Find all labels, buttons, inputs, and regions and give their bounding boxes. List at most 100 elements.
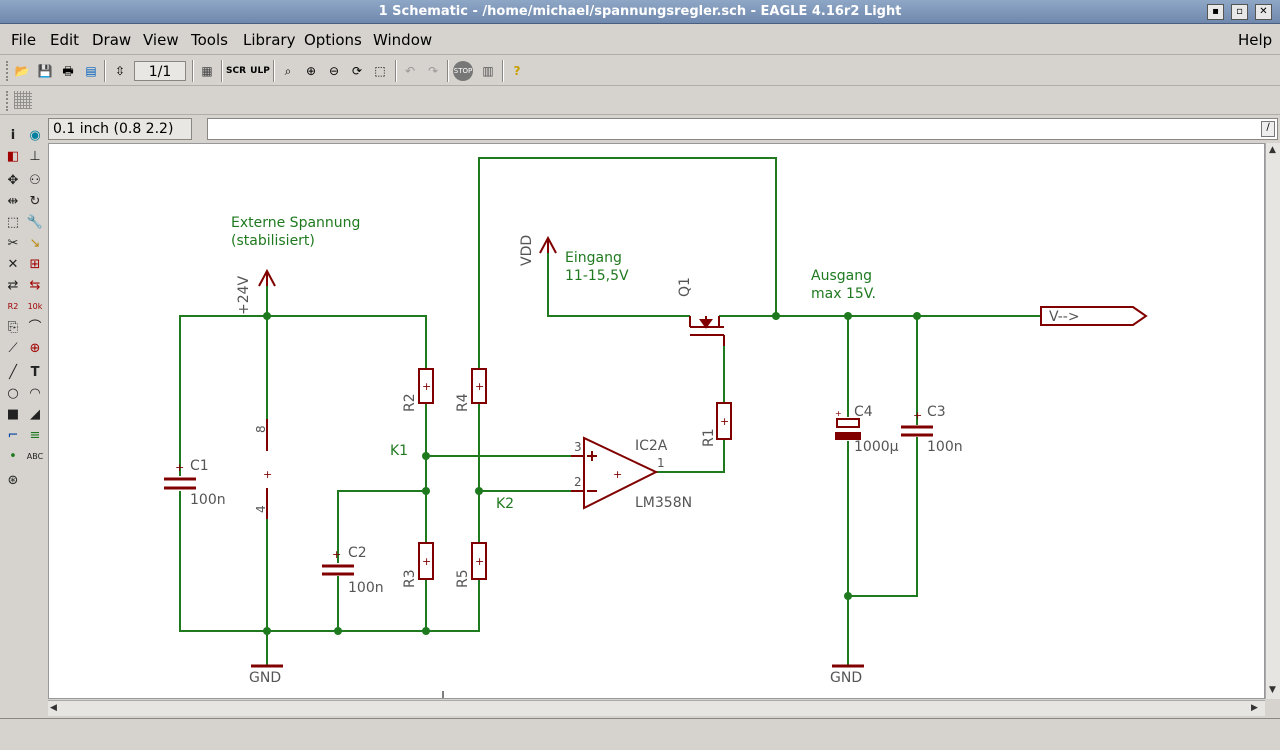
zoom-fit-icon[interactable]: ⌕ <box>284 64 292 78</box>
save-icon[interactable]: 💾 <box>37 64 53 78</box>
close-button[interactable]: ✕ <box>1255 4 1272 20</box>
label-plus24v: +24V <box>236 275 252 315</box>
rect-icon[interactable]: ■ <box>6 407 20 422</box>
change-icon[interactable]: 🔧 <box>26 215 44 230</box>
net-gnd <box>179 491 480 632</box>
group-icon[interactable]: ⬚ <box>6 215 20 230</box>
sheet-select[interactable]: 1/1 <box>134 61 186 81</box>
split-icon[interactable]: ⟋ <box>8 341 18 356</box>
help-icon[interactable]: ? <box>513 64 521 78</box>
net-c2 <box>337 490 426 563</box>
mosfet-q1-arrow <box>699 319 713 329</box>
part-c4-value: 1000µ <box>854 439 899 455</box>
pinswap-icon[interactable]: ⇄ <box>7 278 19 293</box>
part-c4-name: C4 <box>854 404 873 420</box>
coordinate-display: 0.1 inch (0.8 2.2) <box>48 118 192 140</box>
open-icon[interactable]: 📂 <box>14 64 30 78</box>
part-r2-name: R2 <box>402 393 418 412</box>
part-r3-name: R3 <box>402 569 418 588</box>
wire-icon[interactable]: ╱ <box>9 365 17 380</box>
status-bar <box>0 718 1280 750</box>
junction-icon[interactable]: • <box>9 449 17 464</box>
command-history-dropdown[interactable]: ∕ <box>1261 121 1275 137</box>
horizontal-scrollbar[interactable]: ◀ ▶ <box>48 700 1265 716</box>
cut-icon[interactable]: ✂ <box>7 236 19 251</box>
delete-icon[interactable]: ✕ <box>7 257 19 272</box>
script-icon[interactable]: SCR <box>226 66 247 76</box>
net-icon[interactable]: ≡ <box>29 428 41 443</box>
menu-options[interactable]: Options <box>304 31 362 49</box>
label-icon[interactable]: ABC <box>26 452 44 461</box>
menu-edit[interactable]: Edit <box>50 31 80 49</box>
copy-icon[interactable]: ⚇ <box>29 173 41 188</box>
print-icon[interactable]: 🖶 <box>62 64 74 78</box>
add-icon[interactable]: ⊞ <box>29 257 41 272</box>
name-icon[interactable]: R2 <box>7 302 19 311</box>
go-icon[interactable]: ▥ <box>482 64 494 78</box>
window-title: 1 Schematic - /home/michael/spannungsreg… <box>378 4 902 19</box>
scroll-down-icon[interactable]: ▼ <box>1269 685 1276 695</box>
minimize-button[interactable]: ▪ <box>1207 4 1224 20</box>
rotate-icon[interactable]: ↻ <box>29 194 41 209</box>
zoom-in-icon[interactable]: ⊕ <box>305 64 317 78</box>
command-line-input[interactable]: ∕ <box>207 118 1278 140</box>
arc-icon[interactable]: ◠ <box>29 386 41 401</box>
erc-icon[interactable]: ⊛ <box>7 473 19 488</box>
menu-help[interactable]: Help <box>1238 31 1273 49</box>
capacitor-c4 <box>836 418 860 428</box>
mirror-icon[interactable]: ⇹ <box>7 194 19 209</box>
menu-view[interactable]: View <box>143 31 179 49</box>
label-k1: K1 <box>390 443 408 459</box>
marker: + <box>475 555 484 568</box>
menu-tools[interactable]: Tools <box>191 31 228 49</box>
scroll-up-icon[interactable]: ▲ <box>1269 145 1276 155</box>
zoom-redraw-icon[interactable]: ⟳ <box>351 64 363 78</box>
show-icon[interactable]: ◉ <box>29 128 41 143</box>
text-icon[interactable]: T <box>30 365 40 380</box>
sheet-icon[interactable]: ⇳ <box>114 64 126 78</box>
part-labels: +24V VDD V--> GND GND C1 100n C2 100n C3… <box>190 235 1080 686</box>
display-icon[interactable]: ◧ <box>6 149 20 164</box>
value-icon[interactable]: 10k <box>27 302 43 311</box>
label-ausgang-line1: Ausgang <box>811 268 872 284</box>
menu-library[interactable]: Library <box>243 31 296 49</box>
ulp-icon[interactable]: ULP <box>250 66 270 76</box>
replace-icon[interactable]: ⇆ <box>29 278 41 293</box>
opamp-ic2a <box>583 436 659 510</box>
label-externe-line1: Externe Spannung <box>231 215 360 231</box>
part-c1-value: 100n <box>190 492 226 508</box>
separator <box>273 60 275 82</box>
miter-icon[interactable]: ⌒ <box>28 320 42 335</box>
menu-draw[interactable]: Draw <box>92 31 132 49</box>
scroll-left-icon[interactable]: ◀ <box>50 703 57 713</box>
polygon-icon[interactable]: ◢ <box>30 407 40 422</box>
mark-icon[interactable]: ⊥ <box>29 149 41 164</box>
marker: + <box>835 409 842 418</box>
bus-icon[interactable]: ⌐ <box>7 428 19 443</box>
board-icon[interactable]: ▦ <box>201 64 213 78</box>
smash-icon[interactable]: ⎘ <box>7 320 19 335</box>
maximize-button[interactable]: ▫ <box>1231 4 1248 20</box>
cam-icon[interactable]: ▤ <box>85 64 97 78</box>
part-r5-name: R5 <box>455 569 471 588</box>
menu-window[interactable]: Window <box>373 31 433 49</box>
zoom-select-icon[interactable]: ⬚ <box>374 64 386 78</box>
move-icon[interactable]: ✥ <box>7 173 19 188</box>
parameter-toolbar <box>0 87 1280 115</box>
stop-icon[interactable]: STOP <box>453 61 473 81</box>
undo-icon[interactable]: ↶ <box>404 64 416 78</box>
paste-icon[interactable]: ↘ <box>29 236 41 251</box>
redo-icon[interactable]: ↷ <box>427 64 439 78</box>
invoke-icon[interactable]: ⊕ <box>29 341 41 356</box>
part-c2-name: C2 <box>348 545 367 561</box>
menu-file[interactable]: File <box>11 31 37 49</box>
schematic-canvas[interactable]: + + + + + + + + + + + Externe Spannung (… <box>48 143 1265 699</box>
info-icon[interactable]: i <box>10 128 16 143</box>
circle-icon[interactable]: ○ <box>7 386 19 401</box>
vertical-scrollbar[interactable]: ▲ ▼ <box>1265 143 1280 699</box>
scroll-right-icon[interactable]: ▶ <box>1251 703 1258 713</box>
label-gnd-left: GND <box>249 670 281 686</box>
grid-icon[interactable] <box>14 91 32 109</box>
separator <box>192 60 194 82</box>
zoom-out-icon[interactable]: ⊖ <box>328 64 340 78</box>
